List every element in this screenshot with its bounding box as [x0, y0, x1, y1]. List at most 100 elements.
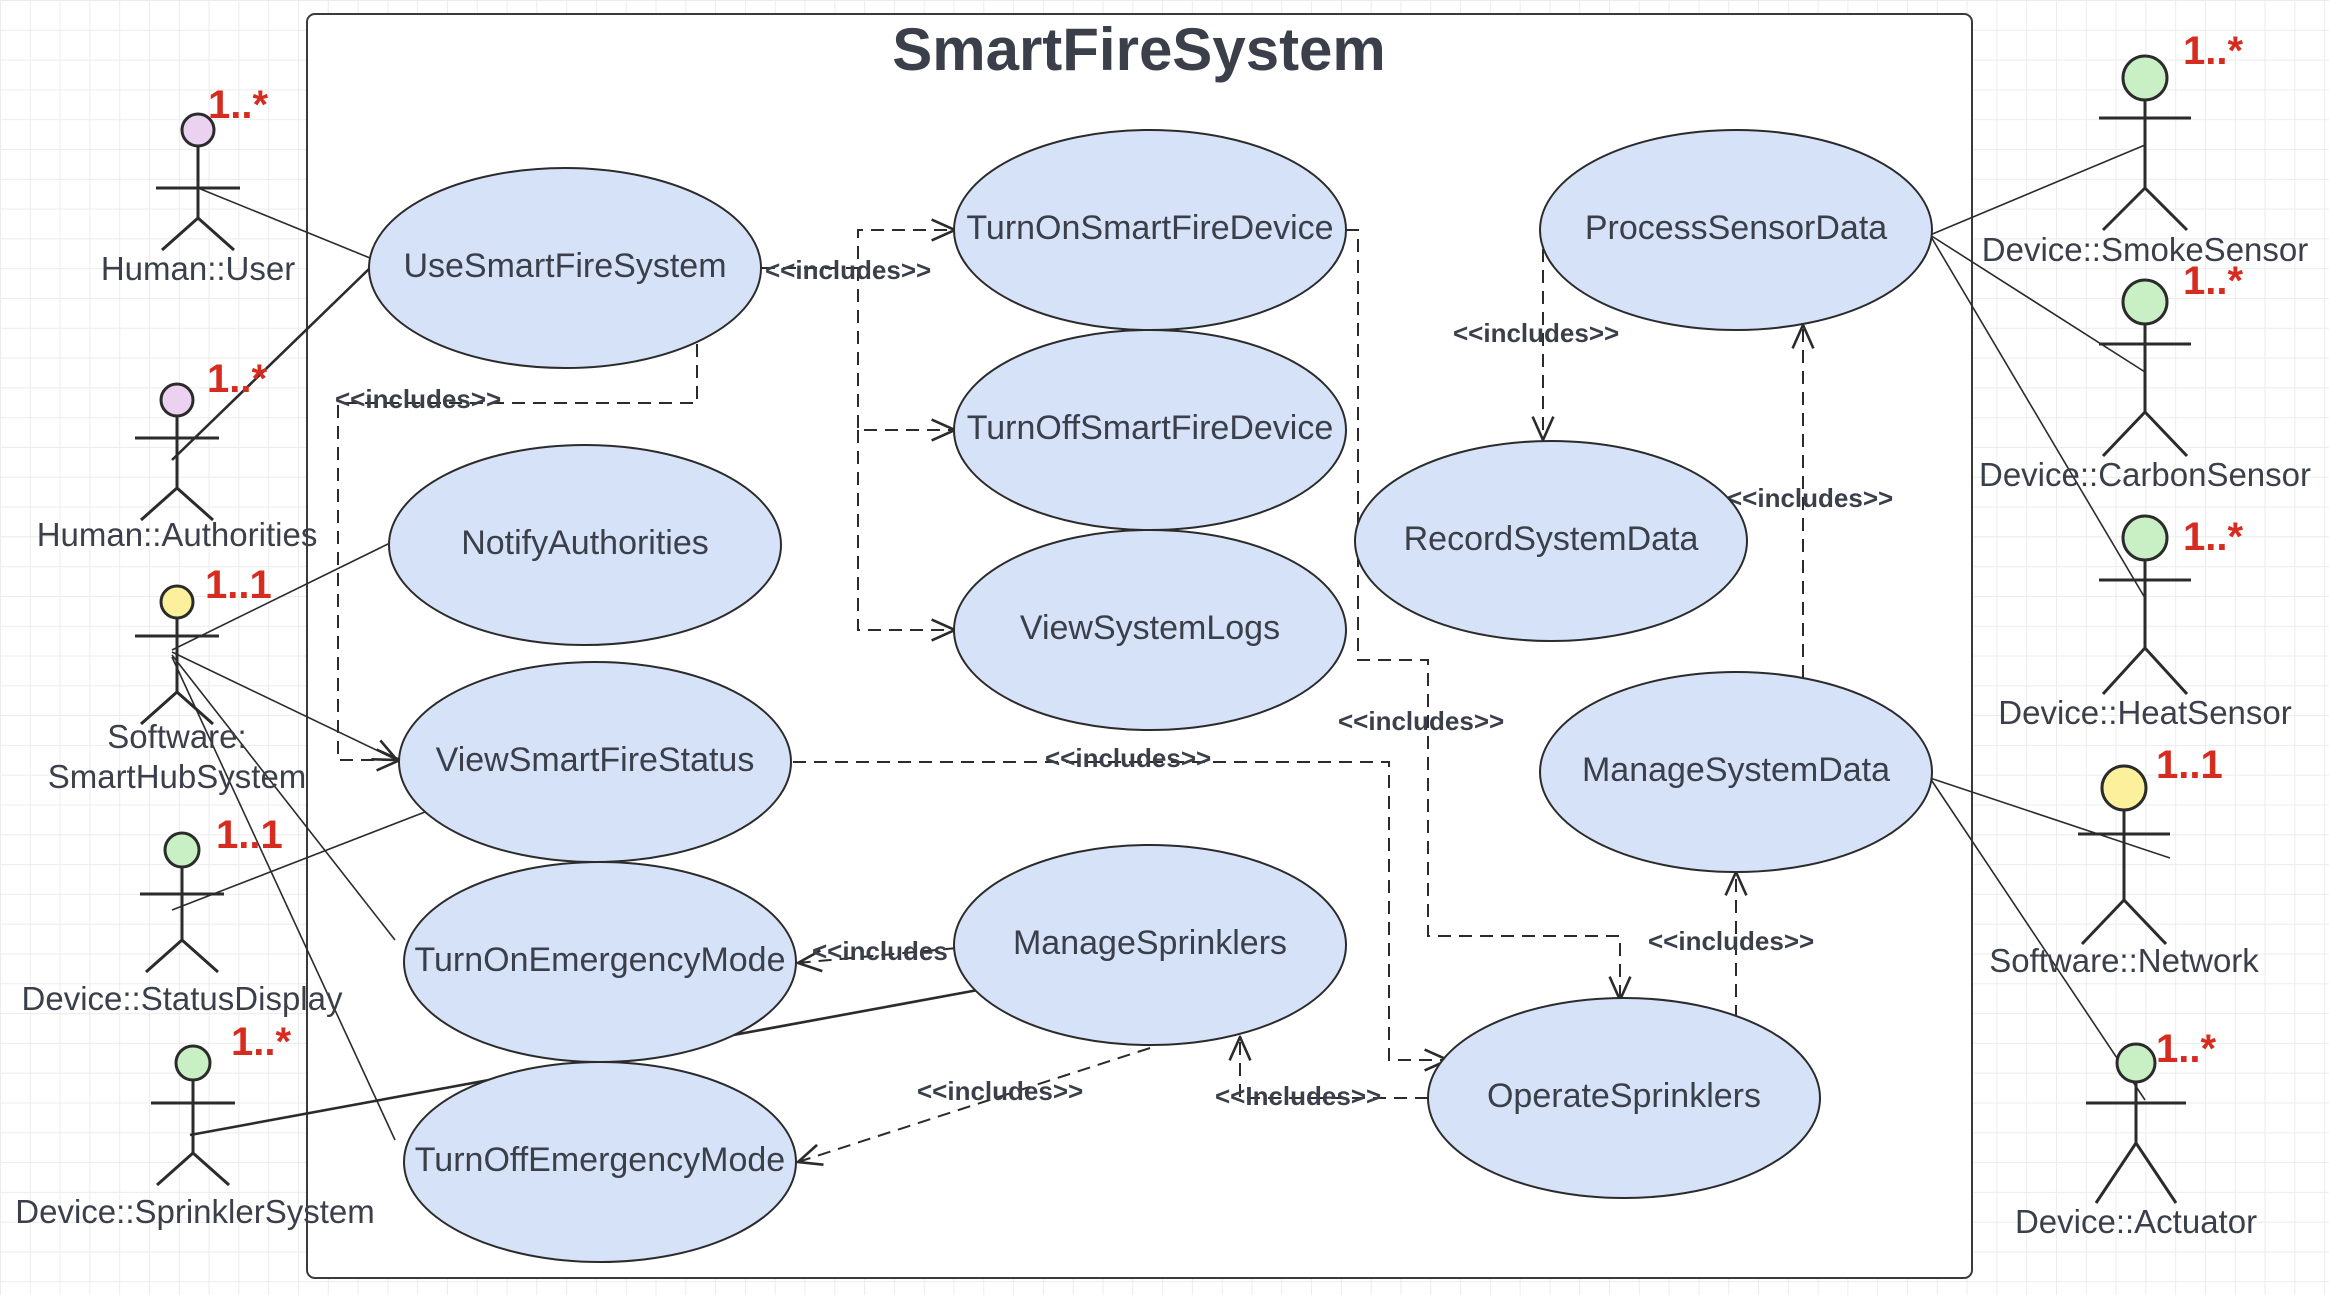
use-case-notify-authorities[interactable]: NotifyAuthorities [388, 444, 782, 646]
multiplicity: 1..* [231, 1020, 291, 1064]
actor-head [159, 584, 195, 620]
use-cases: UseSmartFireSystem TurnOnSmartFireDevice… [368, 129, 1933, 1263]
use-case-turn-on-emergency-mode[interactable]: TurnOnEmergencyMode [403, 861, 797, 1063]
associations [171, 144, 2171, 1141]
actor-human-user[interactable]: Human::User 1..* [101, 83, 295, 287]
assoc-hub-status [171, 651, 397, 760]
actor-label: Device::SmokeSensor [1982, 231, 2308, 268]
include-label: <<includes>> [1648, 926, 1814, 956]
svg-text:TurnOffEmergencyMode: TurnOffEmergencyMode [415, 1141, 785, 1179]
assoc-hub-notify [171, 542, 391, 651]
svg-text:OperateSprinklers: OperateSprinklers [1487, 1077, 1761, 1115]
actor-head [2121, 278, 2169, 326]
svg-text:UseSmartFireSystem: UseSmartFireSystem [403, 247, 726, 285]
use-case-turn-off-device[interactable]: TurnOffSmartFireDevice [953, 329, 1347, 531]
assoc-network-managedata [1929, 777, 2171, 859]
use-case-record-system-data[interactable]: RecordSystemData [1354, 440, 1748, 642]
multiplicity: 1..* [207, 357, 267, 401]
actor-head [163, 831, 201, 869]
svg-text:TurnOffSmartFireDevice: TurnOffSmartFireDevice [967, 409, 1334, 447]
include-label: <<includes>> [1727, 483, 1893, 513]
include-label: <<includes>> [1045, 743, 1211, 773]
include-edge-sprinklers-emergency-on [798, 947, 958, 963]
use-case-turn-on-device[interactable]: TurnOnSmartFireDevice [953, 129, 1347, 331]
actor-label: Device::CarbonSensor [1979, 456, 2311, 493]
svg-text:TurnOnSmartFireDevice: TurnOnSmartFireDevice [966, 209, 1333, 247]
use-case-manage-system-data[interactable]: ManageSystemData [1539, 671, 1933, 873]
multiplicity: 1..1 [2156, 743, 2223, 787]
multiplicity: 1..* [2156, 1027, 2216, 1071]
include-edge-use-logs [857, 430, 955, 630]
include-label: <<includes>> [917, 1076, 1083, 1106]
actor-human-authorities[interactable]: Human::Authorities 1..* [37, 357, 318, 553]
actor-actuator[interactable]: Device::Actuator 1..* [2015, 1027, 2257, 1240]
actor-smart-hub-system[interactable]: Software: SmartHubSystem 1..1 [48, 563, 307, 795]
actor-label: Human::Authorities [37, 516, 318, 553]
assoc-hub-emergency-on [171, 654, 396, 941]
use-case-use-smart-fire-system[interactable]: UseSmartFireSystem [368, 167, 762, 369]
actor-label: Device::HeatSensor [1998, 694, 2291, 731]
assoc-carbon-process [1929, 234, 2146, 373]
use-case-process-sensor-data[interactable]: ProcessSensorData [1539, 129, 1933, 331]
use-case-view-smart-fire-status[interactable]: ViewSmartFireStatus [398, 661, 792, 863]
include-edge-status-operate [793, 761, 1448, 1060]
multiplicity: 1..* [208, 83, 268, 127]
actor-heat-sensor[interactable]: Device::HeatSensor 1..* [1998, 514, 2292, 731]
include-label: <<includes>> [335, 384, 501, 414]
assoc-smoke-process [1929, 144, 2146, 236]
actor-sprinkler-system[interactable]: Device::SprinklerSystem 1..* [15, 1020, 374, 1230]
actor-label-line2: SmartHubSystem [48, 758, 307, 795]
include-label: <<Includes>> [1215, 1081, 1381, 1111]
system-title: SmartFireSystem [892, 16, 1386, 83]
multiplicity: 1..* [2183, 515, 2243, 559]
assoc-actuator-managedata [1929, 777, 2146, 1101]
actors: Human::User 1..* Human::Authorities 1..*… [15, 29, 2311, 1240]
include-edges [337, 228, 1803, 1162]
actor-head [2115, 1042, 2157, 1084]
actor-head [2121, 514, 2169, 562]
include-edge-turnon-operate [1346, 229, 1620, 1000]
actor-smoke-sensor[interactable]: Device::SmokeSensor 1..* [1982, 29, 2308, 268]
include-labels: <<includes>> <<includes>> <<includes>> <… [335, 255, 1893, 1111]
actor-network[interactable]: Software::Network 1..1 [1989, 743, 2259, 979]
actor-label: Device::StatusDisplay [22, 980, 343, 1017]
assoc-hub-emergency-off [171, 656, 396, 1141]
include-label: <<includes>> [1453, 318, 1619, 348]
use-case-view-system-logs[interactable]: ViewSystemLogs [953, 529, 1347, 731]
include-edge-use-turnon [762, 230, 955, 269]
actor-label-line1: Software: [107, 718, 246, 755]
actor-head [159, 382, 195, 418]
multiplicity: 1..1 [216, 813, 283, 857]
actor-label: Human::User [101, 250, 295, 287]
actor-head [174, 1044, 212, 1082]
svg-text:ViewSystemLogs: ViewSystemLogs [1020, 609, 1280, 647]
svg-text:ManageSprinklers: ManageSprinklers [1013, 924, 1287, 962]
actor-label: Device::SprinklerSystem [15, 1193, 374, 1230]
actor-label: Device::Actuator [2015, 1203, 2257, 1240]
include-edge-use-turnoff [857, 268, 955, 430]
use-case-manage-sprinklers[interactable]: ManageSprinklers [953, 844, 1347, 1046]
actor-status-display[interactable]: Device::StatusDisplay 1..1 [22, 813, 343, 1017]
svg-text:ViewSmartFireStatus: ViewSmartFireStatus [436, 741, 755, 779]
svg-text:TurnOnEmergencyMode: TurnOnEmergencyMode [414, 941, 785, 979]
actor-carbon-sensor[interactable]: Device::CarbonSensor 1..* [1979, 259, 2311, 493]
use-case-turn-off-emergency-mode[interactable]: TurnOffEmergencyMode [403, 1061, 797, 1263]
multiplicity: 1..* [2183, 29, 2243, 73]
multiplicity: 1..* [2183, 259, 2243, 303]
assoc-heat-process [1929, 234, 2146, 599]
actor-head [2121, 54, 2169, 102]
actor-head [2100, 764, 2148, 812]
use-case-operate-sprinklers[interactable]: OperateSprinklers [1427, 997, 1821, 1199]
svg-text:RecordSystemData: RecordSystemData [1404, 520, 1699, 558]
svg-text:NotifyAuthorities: NotifyAuthorities [461, 524, 709, 562]
include-label: <<includes>> [1338, 706, 1504, 736]
multiplicity: 1..1 [205, 563, 272, 607]
include-label: <<includes>> [765, 255, 931, 285]
assoc-user-usesystem [197, 187, 371, 259]
svg-text:ProcessSensorData: ProcessSensorData [1585, 209, 1887, 247]
include-label: <<includes [812, 936, 948, 966]
svg-text:ManageSystemData: ManageSystemData [1582, 751, 1890, 789]
assoc-authorities-usesystem [171, 267, 371, 461]
actor-label: Software::Network [1989, 942, 2259, 979]
